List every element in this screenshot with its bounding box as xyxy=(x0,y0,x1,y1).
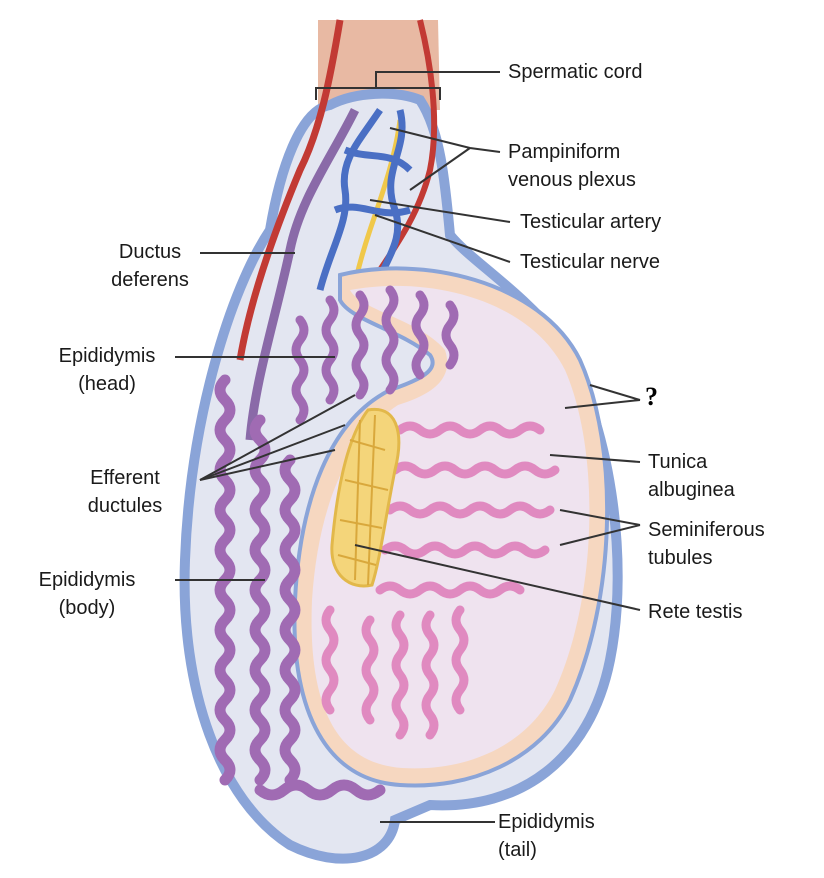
label-tunica-2: albuginea xyxy=(648,479,735,501)
ductus-deferens-path xyxy=(245,107,360,441)
label-seminiferous-2: tubules xyxy=(648,547,713,569)
label-efferent-1: Efferent xyxy=(90,467,160,489)
label-epididymis-tail-2: (tail) xyxy=(498,839,537,861)
label-testicular-nerve: Testicular nerve xyxy=(520,251,661,273)
label-tunica-1: Tunica xyxy=(648,451,708,473)
label-seminiferous-1: Seminiferous xyxy=(648,519,765,541)
testis-interior xyxy=(311,285,590,769)
epididymis-head-coils xyxy=(291,285,459,425)
label-testicular-artery: Testicular artery xyxy=(520,211,662,233)
testicular-artery-path xyxy=(236,19,344,361)
label-spermatic-cord: Spermatic cord xyxy=(508,61,643,83)
pampiniform-plexus xyxy=(316,108,413,292)
label-epididymis-tail-1: Epididymis xyxy=(498,811,595,833)
label-efferent-2: ductules xyxy=(87,495,163,517)
label-epididymis-body-2: (body) xyxy=(58,597,116,619)
artery-right xyxy=(377,19,438,272)
leader-lines xyxy=(175,71,641,823)
question-mark-label: ? xyxy=(645,382,658,411)
label-rete-testis: Rete testis xyxy=(648,601,743,623)
label-epididymis-body-1: Epididymis xyxy=(38,569,136,591)
label-ductus-1: Ductus xyxy=(118,241,182,263)
seminiferous-tubules xyxy=(321,421,560,740)
label-ductus-2: deferens xyxy=(111,269,189,291)
label-pampiniform-1: Pampiniform xyxy=(508,141,621,163)
label-epididymis-head-1: Epididymis xyxy=(58,345,156,367)
rete-testis-shape xyxy=(330,407,401,588)
label-epididymis-head-2: (head) xyxy=(78,373,136,395)
rete-testis-mesh xyxy=(337,414,389,586)
label-pampiniform-2: venous plexus xyxy=(508,169,636,191)
